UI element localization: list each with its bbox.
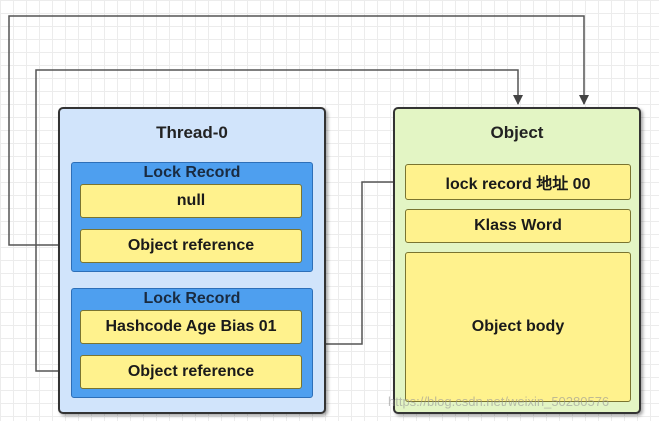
lock-record-2-title: Lock Record bbox=[143, 290, 241, 307]
lock-record-address-connector bbox=[316, 181, 405, 349]
hashcode-age-bias-cell: Hashcode Age Bias 01 bbox=[80, 310, 302, 344]
watermark: https://blog.csdn.net/weixin_50280576 bbox=[388, 394, 610, 409]
second-reference-connector bbox=[35, 69, 523, 372]
thread-title: Thread-0 bbox=[156, 123, 228, 142]
object-reference-cell-1: Object reference bbox=[80, 229, 302, 263]
lock-record-address-cell: lock record 地址 00 bbox=[405, 164, 631, 200]
first-reference-connector bbox=[8, 15, 589, 246]
klass-word-cell: Klass Word bbox=[405, 209, 631, 243]
null-cell: null bbox=[80, 184, 302, 218]
object-body-cell: Object body bbox=[405, 252, 631, 402]
object-reference-cell-2: Object reference bbox=[80, 355, 302, 389]
lock-record-1-title: Lock Record bbox=[143, 164, 241, 181]
object-title: Object bbox=[490, 123, 544, 142]
